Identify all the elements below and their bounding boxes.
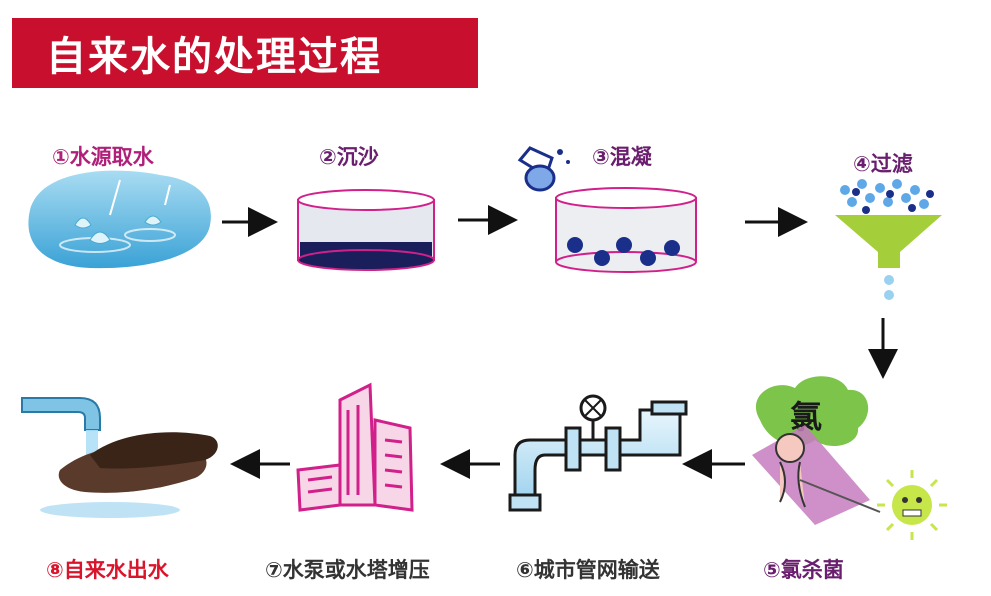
chemical-flask-icon — [517, 146, 570, 192]
building-illustration — [296, 382, 414, 512]
chlorine-disinfection-illustration: 氯 — [752, 376, 947, 540]
sedimentation-tank-illustration — [297, 189, 435, 271]
germ-icon — [877, 470, 947, 540]
step-5-label: ⑤氯杀菌 — [763, 558, 844, 582]
pipe-network-illustration — [508, 394, 688, 512]
step-8-label: ⑧自来水出水 — [46, 558, 169, 582]
coagulation-tank-illustration — [517, 146, 697, 273]
faucet-icon — [21, 397, 101, 431]
step-3-label: ③混凝 — [592, 145, 652, 169]
title-banner: 自来水的处理过程 — [12, 18, 478, 88]
water-source-illustration — [28, 170, 211, 269]
step-4-label: ④过滤 — [853, 152, 913, 176]
step-7-label: ⑦水泵或水塔增压 — [265, 558, 430, 582]
step-6-label: ⑥城市管网输送 — [516, 558, 660, 582]
step-1-label: ①水源取水 — [52, 145, 154, 169]
page-title: 自来水的处理过程 — [46, 34, 382, 80]
faucet-hands-illustration — [21, 397, 218, 518]
step-2-label: ②沉沙 — [319, 145, 379, 169]
chlorine-cloud — [755, 376, 869, 447]
filter-funnel-illustration — [835, 179, 942, 300]
